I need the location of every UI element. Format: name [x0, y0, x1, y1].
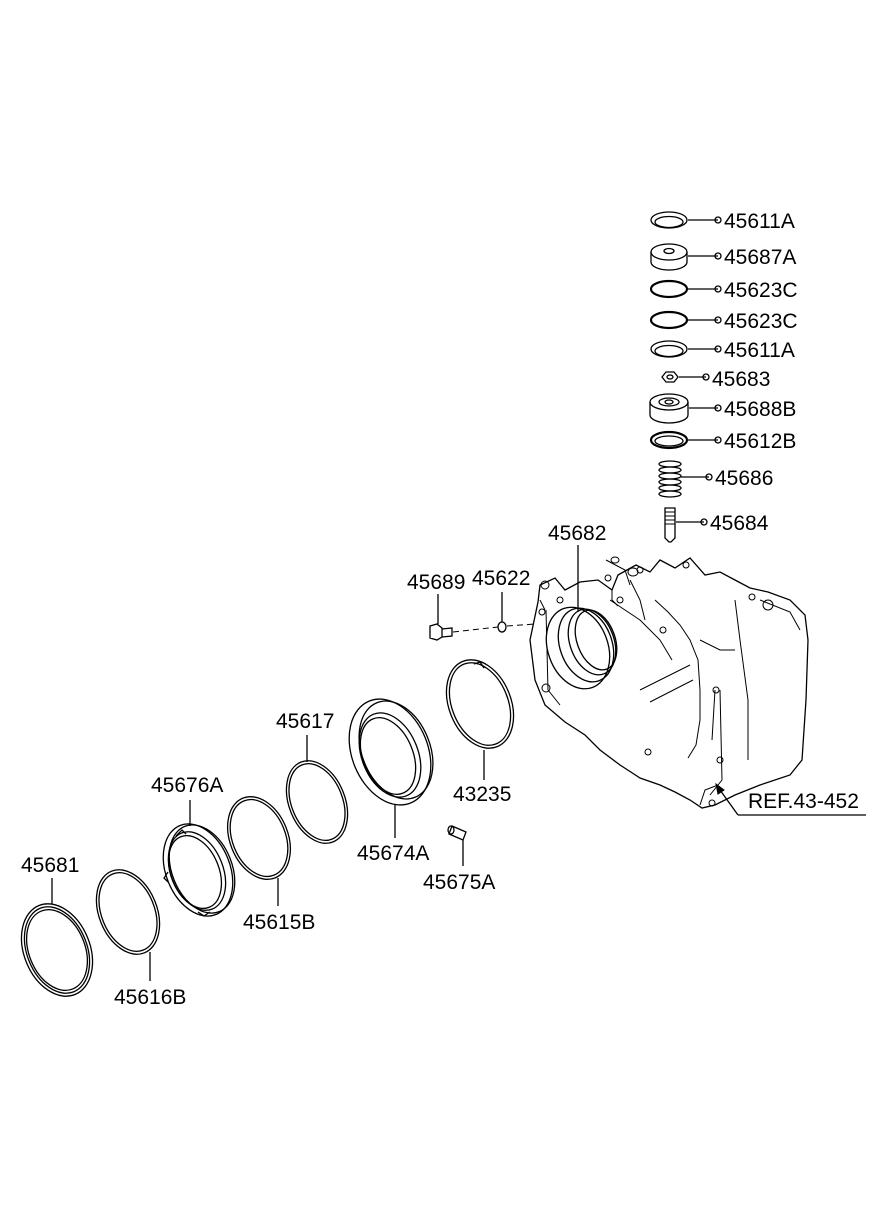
reference-label: REF.43-452	[748, 790, 859, 813]
part-45616b: 45616B	[95, 869, 186, 1009]
label-45676a: 45676A	[151, 774, 223, 797]
label-45682: 45682	[548, 522, 606, 545]
label-45617: 45617	[276, 710, 334, 733]
label-45689: 45689	[407, 571, 465, 594]
part-45615b: 45615B	[227, 796, 315, 934]
bore-45682	[545, 606, 618, 690]
part-45686: 45686	[658, 460, 773, 498]
label-45611a-top: 45611A	[724, 210, 795, 233]
part-45675a: 45675A	[423, 825, 495, 894]
part-45684: 45684	[664, 507, 769, 543]
part-45622: 45622	[472, 567, 536, 633]
label-45686: 45686	[715, 467, 773, 490]
part-45611a-bottom: 45611A	[650, 339, 795, 362]
part-45687a: 45687A	[650, 243, 796, 271]
label-45687a: 45687A	[724, 246, 796, 269]
reference-callout: REF.43-452	[715, 782, 866, 816]
transmission-case	[529, 556, 809, 809]
label-45622: 45622	[472, 567, 530, 590]
part-45623c-1: 45623C	[649, 279, 798, 302]
label-45623c-2: 45623C	[724, 310, 798, 333]
label-45623c-1: 45623C	[724, 279, 798, 302]
label-45616b: 45616B	[114, 986, 186, 1009]
part-43235: 43235	[445, 659, 515, 806]
part-45674a: 45674A	[348, 698, 434, 865]
label-45681: 45681	[21, 854, 79, 877]
label-45688b: 45688B	[724, 398, 796, 421]
label-45674a: 45674A	[357, 842, 429, 865]
part-45676a: 45676A	[151, 774, 236, 917]
part-45681: 45681	[20, 854, 94, 997]
part-45683: 45683	[661, 368, 770, 391]
label-45684: 45684	[710, 512, 769, 535]
label-43235: 43235	[453, 783, 511, 806]
label-45675a: 45675A	[423, 871, 495, 894]
label-45683: 45683	[712, 368, 770, 391]
part-45689: 45689	[407, 571, 499, 641]
callout-45682: 45682	[548, 522, 606, 612]
label-45612b: 45612B	[724, 430, 796, 453]
label-45611a-bottom: 45611A	[724, 339, 795, 362]
part-45617: 45617	[276, 710, 349, 844]
part-45688b: 45688B	[649, 393, 796, 424]
label-45615b: 45615B	[243, 911, 315, 934]
part-45611a-top: 45611A	[650, 210, 795, 233]
part-45623c-2: 45623C	[649, 310, 798, 333]
part-45612b: 45612B	[649, 430, 796, 453]
